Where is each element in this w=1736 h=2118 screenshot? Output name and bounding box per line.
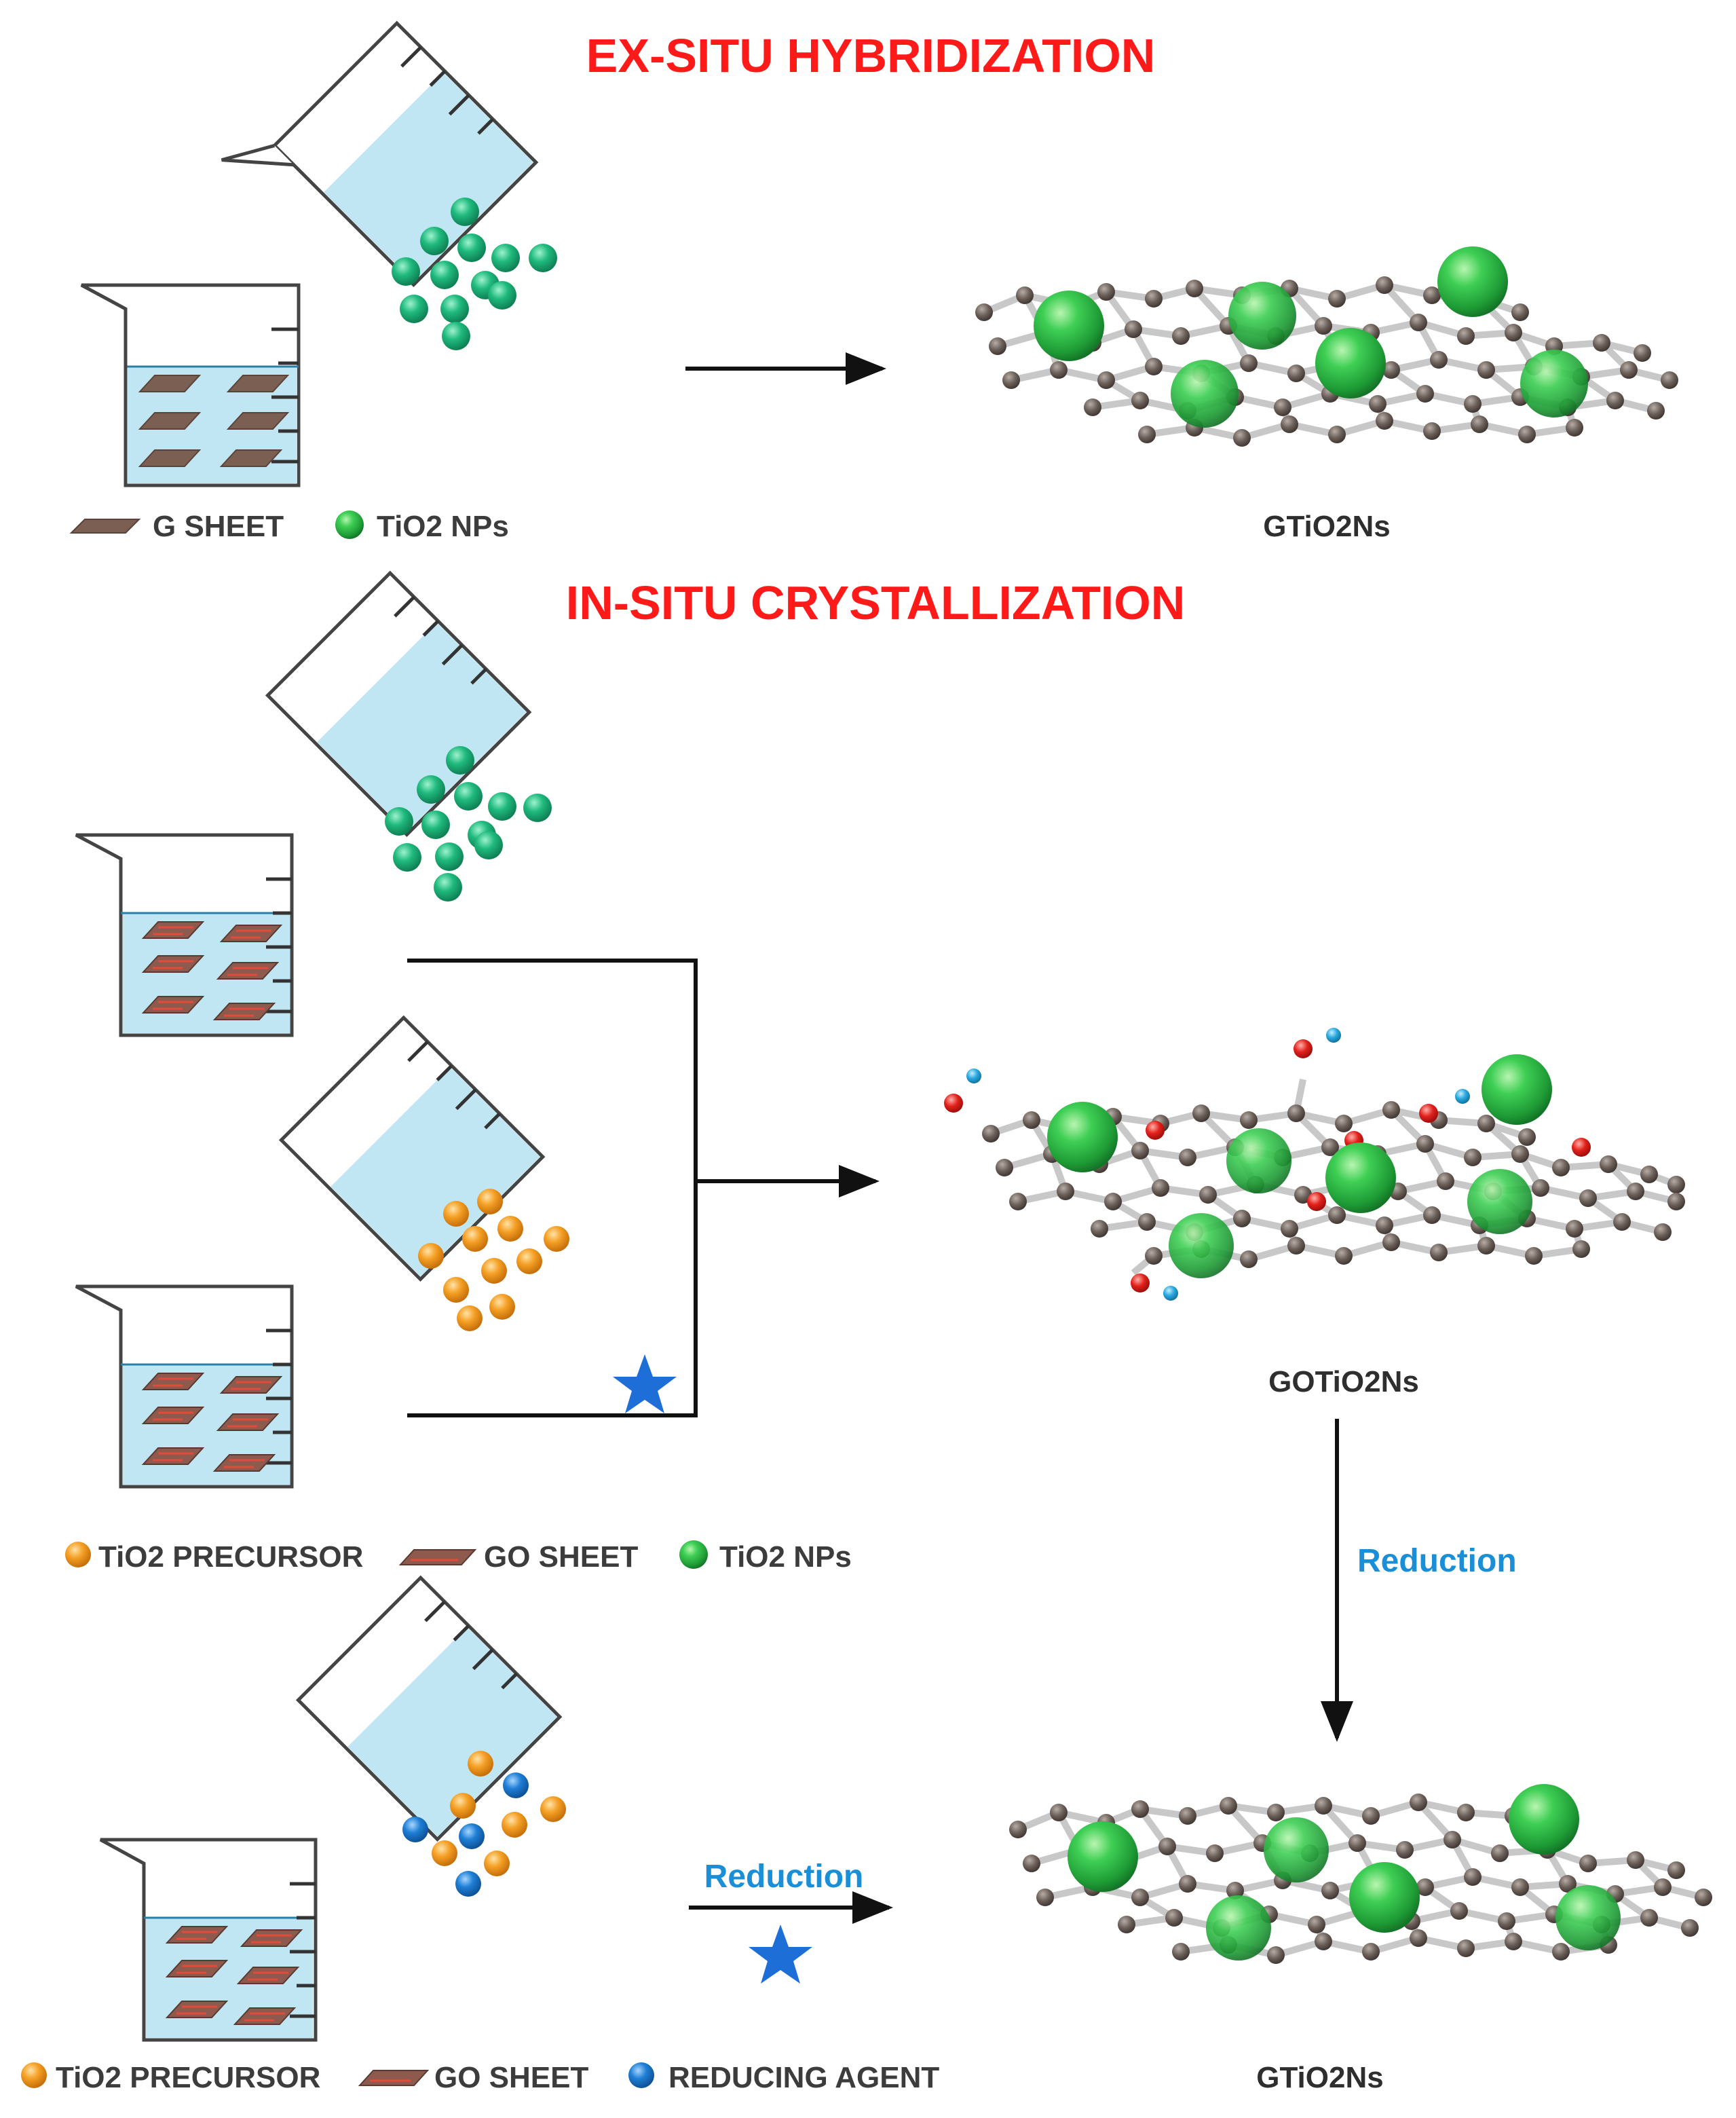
legend-tio2-precursor-2: TiO2 PRECURSOR xyxy=(56,2061,320,2094)
in-situ-beaker-go-route2 xyxy=(99,1838,318,2042)
in-situ-legend-route1: TiO2 PRECURSOR GO SHEET TiO2 NPs xyxy=(65,1540,852,1574)
legend-tio2-nps: TiO2 NPs xyxy=(377,510,509,543)
route2-particles xyxy=(402,1751,566,1897)
reducing-agent-swatch xyxy=(628,2062,654,2088)
in-situ-pouring-beaker-precursor xyxy=(278,1015,546,1282)
in-situ-legend-route2: TiO2 PRECURSOR GO SHEET REDUCING AGENT xyxy=(21,2061,939,2094)
in-situ-gotio2-lattice xyxy=(944,1028,1685,1301)
precursor-swatch xyxy=(21,2062,47,2088)
in-situ-beaker-go-top xyxy=(75,833,294,1037)
g-sheet-swatch xyxy=(69,519,141,534)
legend-go-sheet-2: GO SHEET xyxy=(434,2061,588,2094)
ex-situ-title: EX-SITU HYBRIDIZATION xyxy=(586,29,1156,82)
precursor-swatch xyxy=(65,1542,91,1567)
tio2-np-swatch xyxy=(335,510,364,539)
in-situ-beaker-go-bottom xyxy=(75,1284,294,1489)
in-situ-gtio2-lattice xyxy=(1009,1784,1712,1964)
in-situ-final-label: GTiO2Ns xyxy=(1256,2061,1383,2094)
legend-tio2-nps: TiO2 NPs xyxy=(719,1540,852,1574)
in-situ-title: IN-SITU CRYSTALLIZATION xyxy=(566,576,1186,629)
ex-situ-gtio2-lattice xyxy=(975,246,1678,447)
go-sheet-swatch xyxy=(398,1549,477,1565)
go-sheet-swatch xyxy=(358,2070,430,2086)
legend-tio2-precursor: TiO2 PRECURSOR xyxy=(98,1540,363,1574)
legend-g-sheet: G SHEET xyxy=(153,510,284,543)
ex-situ-tio2-particles xyxy=(392,198,557,350)
ex-situ-product-label: GTiO2Ns xyxy=(1263,510,1390,543)
reduction-label-vertical: Reduction xyxy=(1357,1543,1517,1579)
ex-situ-beaker-graphene xyxy=(80,283,301,487)
tio2-np-swatch xyxy=(679,1540,708,1569)
in-situ-precursor-particles xyxy=(418,1189,569,1331)
reduction-label-horizontal: Reduction xyxy=(704,1859,864,1895)
in-situ-tio2-particles xyxy=(385,746,552,902)
heat-star-icon-route2 xyxy=(749,1925,812,1984)
in-situ-intermediate-label: GOTiO2Ns xyxy=(1268,1365,1419,1398)
in-situ-pouring-beaker-nps xyxy=(265,570,532,838)
ex-situ-beaker-tio2 xyxy=(221,20,539,288)
heat-star-icon xyxy=(613,1354,677,1413)
legend-reducing-agent: REDUCING AGENT xyxy=(668,2061,939,2094)
in-situ-merge-connector xyxy=(407,959,880,1417)
in-situ-pouring-beaker-route2 xyxy=(295,1575,563,1842)
legend-go-sheet: GO SHEET xyxy=(484,1540,638,1574)
ex-situ-legend: G SHEET TiO2 NPs xyxy=(69,510,509,543)
